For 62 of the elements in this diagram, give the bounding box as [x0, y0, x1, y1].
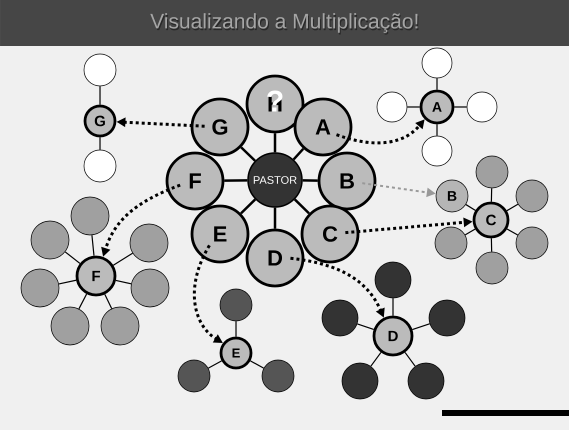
- connector-line: [370, 352, 382, 367]
- connector-line: [506, 228, 518, 236]
- member-circle: [422, 48, 452, 78]
- member-circle: [30, 220, 70, 260]
- member-circle: [100, 306, 140, 346]
- connector-line: [412, 323, 430, 330]
- connector-line: [466, 204, 476, 211]
- connector-line: [208, 360, 222, 369]
- connector-line: [436, 78, 438, 90]
- connector-line: [104, 294, 112, 309]
- connector-line: [302, 179, 318, 182]
- connector-line: [58, 280, 76, 285]
- connector-line: [274, 208, 276, 229]
- member-circle: [476, 156, 508, 188]
- member-circle: [50, 306, 90, 346]
- member-circle: [178, 360, 210, 392]
- connector-line: [116, 280, 132, 284]
- member-circle: [20, 268, 60, 308]
- connector-line: [240, 146, 256, 162]
- connector-line: [240, 198, 256, 214]
- connector-line: [490, 188, 492, 202]
- connector-line: [78, 294, 88, 310]
- connector-line: [274, 133, 276, 152]
- connector-line: [99, 137, 101, 150]
- connector-line: [506, 204, 518, 212]
- member-circle: [408, 362, 444, 400]
- member-circle: [376, 92, 408, 122]
- member-circle: [70, 196, 110, 236]
- member-circle: [84, 150, 116, 182]
- member-circle: [434, 226, 468, 260]
- connector-line: [91, 235, 95, 256]
- connector-line: [357, 323, 374, 330]
- connector-line: [113, 252, 133, 266]
- connector-line: [392, 298, 394, 316]
- connector-line: [404, 352, 416, 367]
- connector-line: [250, 360, 264, 369]
- connector-line: [292, 148, 304, 160]
- member-circle: [342, 362, 378, 400]
- member-circle: [262, 360, 294, 392]
- member-circle: [422, 136, 452, 166]
- member-circle: [476, 252, 508, 284]
- member-circle: [374, 262, 412, 298]
- connector-line: [99, 86, 101, 105]
- connector-line: [224, 179, 248, 182]
- connector-line: [490, 238, 492, 252]
- member-circle: [466, 92, 498, 122]
- member-circle: [516, 180, 548, 212]
- connector-line: [436, 124, 438, 136]
- connector-line: [64, 251, 80, 264]
- connector-line: [464, 228, 476, 236]
- connector-line: [407, 106, 420, 108]
- member-circle: [130, 224, 168, 262]
- member-circle: [322, 300, 358, 336]
- connector-line: [454, 106, 467, 108]
- member-circle: [130, 268, 170, 308]
- member-circle: [428, 300, 466, 336]
- member-circle: [516, 226, 548, 260]
- title-banner: Visualizando a Multiplicação!: [0, 0, 569, 46]
- connector-line: [235, 321, 237, 337]
- member-circle: [84, 54, 116, 86]
- connector-line: [294, 198, 310, 214]
- member-circle: [220, 288, 252, 322]
